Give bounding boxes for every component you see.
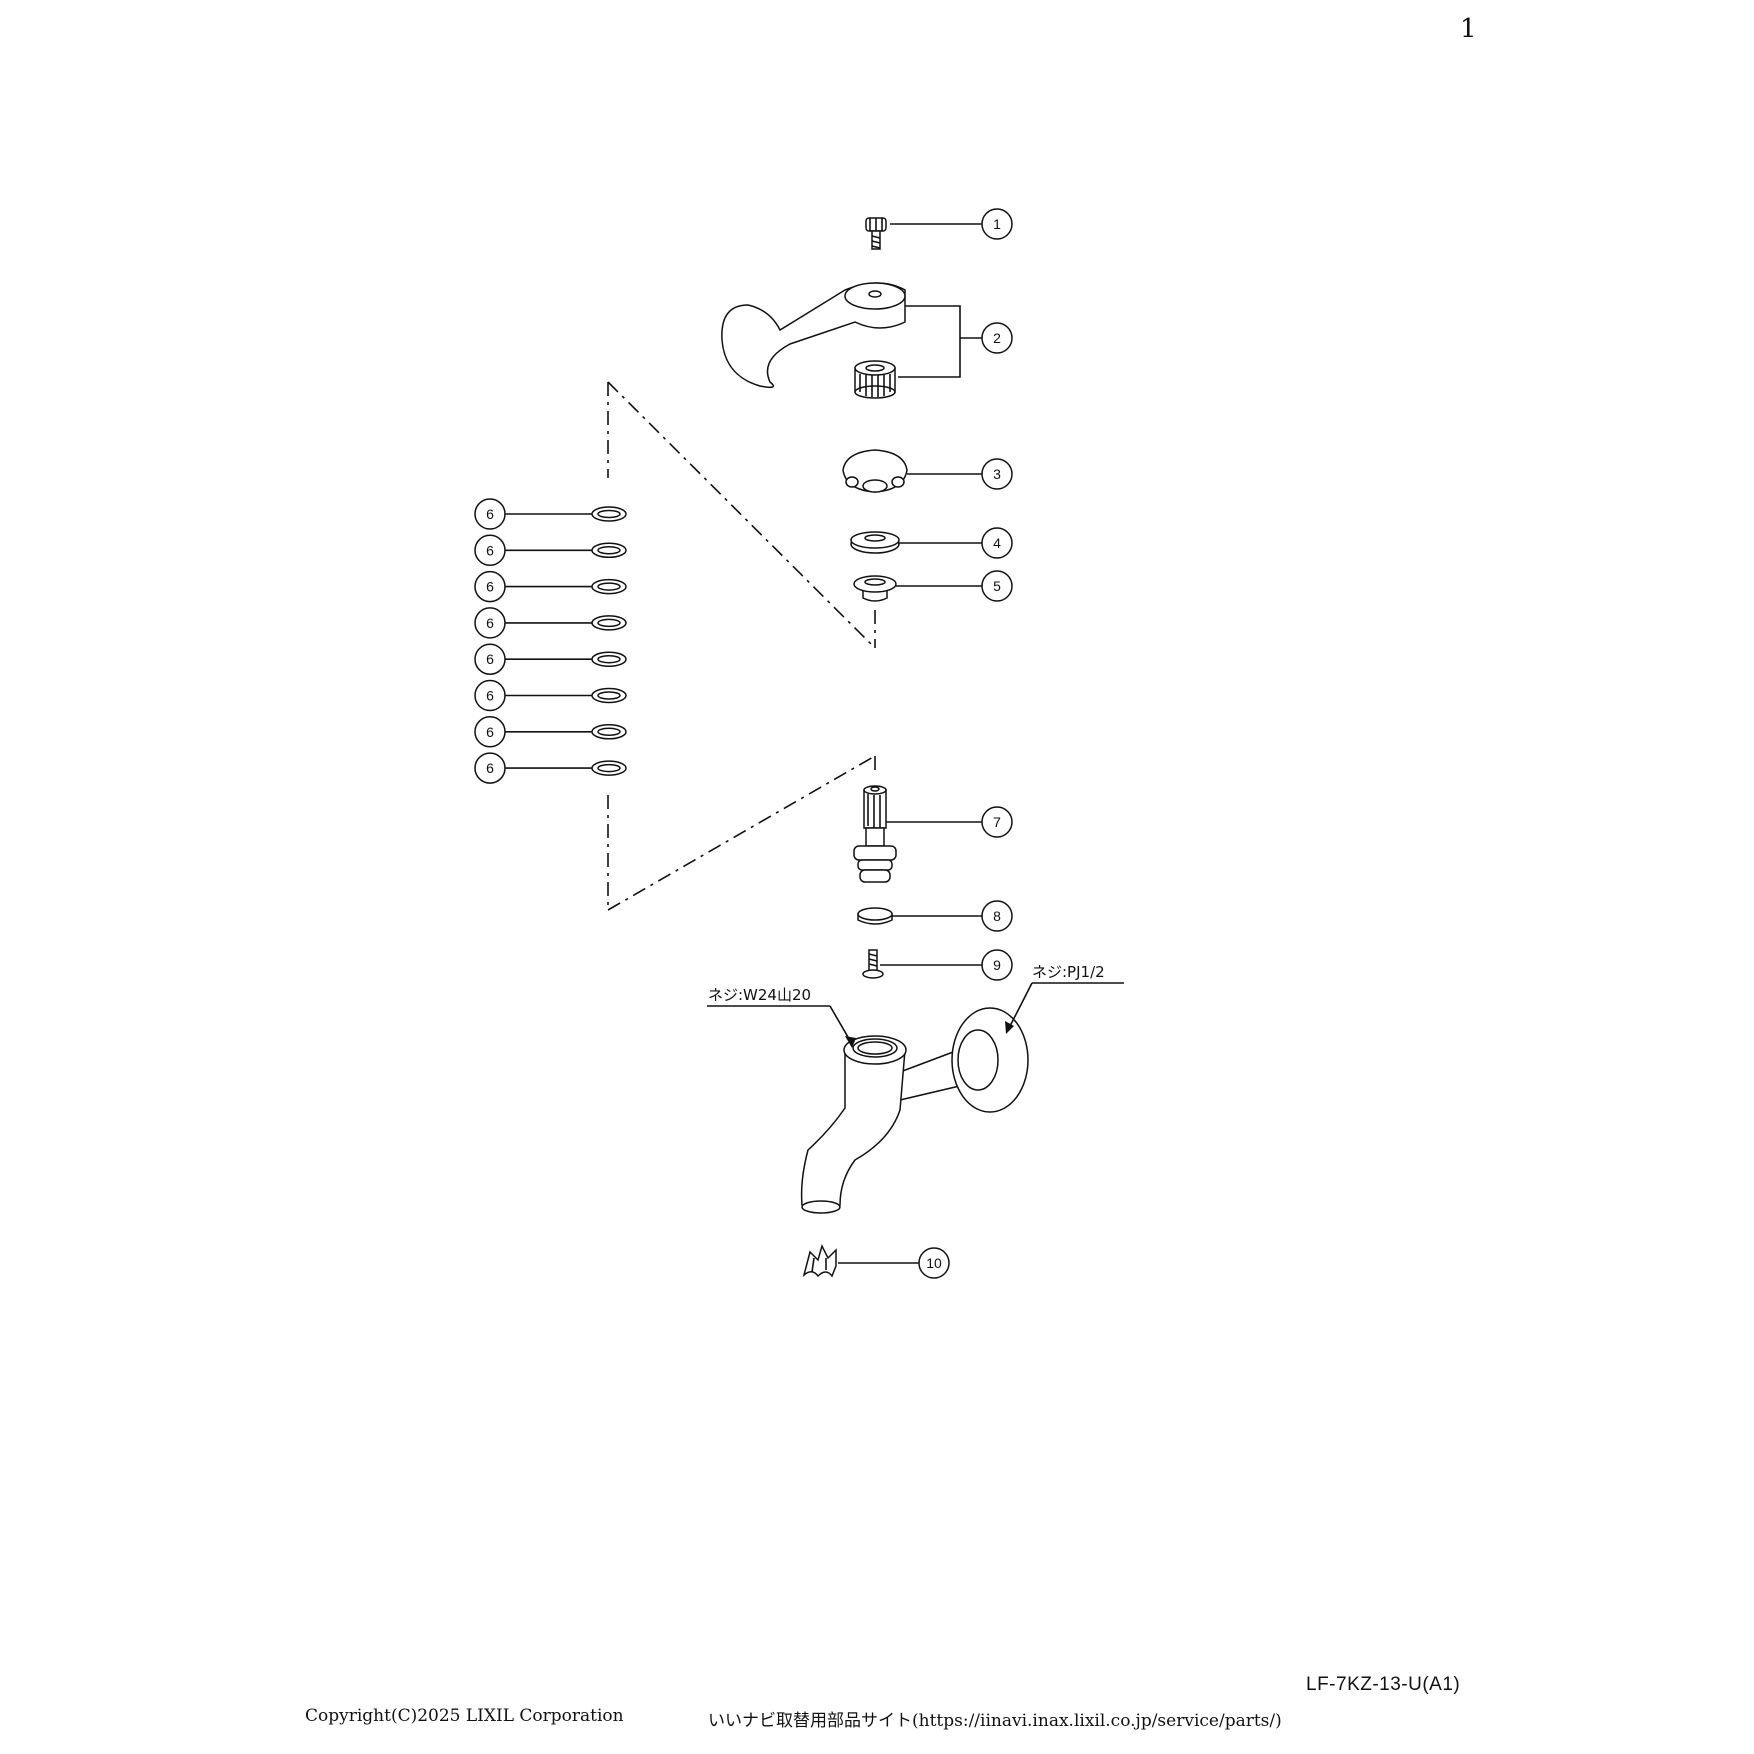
part-label-6: 6 — [486, 651, 494, 667]
svg-text:4: 4 — [993, 535, 1001, 551]
part-10-aerator-icon — [802, 1243, 837, 1278]
part-label-6: 6 — [486, 724, 494, 740]
svg-text:5: 5 — [993, 578, 1001, 594]
part-label-6-circle — [474, 716, 506, 748]
part-label-6-circle — [474, 570, 506, 603]
part-label-9: 9 — [981, 949, 1013, 981]
svg-text:8: 8 — [993, 908, 1001, 924]
part-label-3: 3 — [981, 458, 1013, 490]
page-number: 1 — [1460, 14, 1477, 44]
part-label-6: 6 — [486, 579, 494, 595]
o-ring-hole — [597, 509, 621, 519]
faucet-body-icon — [800, 1007, 1029, 1214]
svg-text:9: 9 — [993, 957, 1001, 973]
part-label-5: 5 — [981, 570, 1013, 602]
part-6-washer-row: 6 — [474, 570, 627, 603]
part-number-labels: 1 2 3 4 5 7 8 9 — [918, 208, 1013, 1279]
part-6-washer-row: 6 — [474, 534, 627, 567]
part-label-6: 6 — [486, 688, 494, 704]
o-ring-hole — [597, 546, 621, 555]
part-1-screw-icon — [865, 217, 887, 250]
thread-callout-top: ネジ:W24山20 — [708, 986, 811, 1004]
part-3-cap-nut-icon — [842, 449, 908, 493]
o-ring-hole — [597, 691, 621, 700]
part-2-lever-handle-icon — [721, 282, 906, 399]
part-label-6: 6 — [486, 542, 494, 558]
part-7-spindle-icon — [853, 785, 897, 883]
grouping-dash-lines — [607, 381, 876, 911]
part-6-washer-row: 6 — [474, 752, 627, 784]
part-label-6-circle — [474, 607, 506, 639]
thread-callout-wall: ネジ:PJ1/2 — [1032, 963, 1105, 981]
part-4-washer-icon — [850, 531, 900, 554]
svg-text:2: 2 — [993, 330, 1001, 346]
part-label-6-circle — [474, 534, 506, 567]
part-label-6-circle — [474, 498, 506, 530]
part-label-6: 6 — [486, 615, 494, 631]
svg-text:7: 7 — [993, 814, 1001, 830]
part-label-7: 7 — [981, 806, 1013, 838]
part-label-6: 6 — [486, 506, 494, 522]
part-6-washer-row: 6 — [474, 498, 627, 530]
part-6-washer-row: 6 — [474, 607, 627, 639]
part-5-bushing-icon — [853, 575, 897, 602]
part-label-6-circle — [474, 679, 506, 712]
o-ring-hole — [597, 763, 621, 773]
part-6-washer-row: 6 — [474, 679, 627, 712]
part-label-8: 8 — [981, 900, 1013, 932]
model-code: LF-7KZ-13-U(A1) — [1306, 1674, 1461, 1695]
part-8-packing-icon — [857, 907, 893, 925]
part-6-washer-row: 6 — [474, 716, 627, 748]
part-label-6-circle — [474, 643, 506, 675]
o-ring-hole — [597, 727, 621, 737]
copyright-notice: Copyright(C)2025 LIXIL Corporation — [305, 1706, 624, 1726]
o-ring-hole — [597, 654, 621, 664]
part-label-1: 1 — [981, 208, 1013, 240]
part-6-washer-set: 6 6 6 6 6 6 6 6 — [474, 498, 627, 784]
part-label-2: 2 — [981, 322, 1013, 354]
part-label-6: 6 — [486, 760, 494, 776]
part-label-6-circle — [474, 752, 506, 784]
svg-text:10: 10 — [926, 1255, 942, 1271]
part-6-washer-row: 6 — [474, 643, 627, 675]
svg-text:3: 3 — [993, 466, 1001, 482]
parts-site-link[interactable]: いいナビ取替用部品サイト(https://iinavi.inax.lixil.c… — [708, 1711, 1282, 1731]
part-label-10: 10 — [918, 1247, 950, 1279]
part-9-screw-icon — [862, 949, 884, 979]
svg-text:1: 1 — [993, 216, 1001, 232]
part-label-4: 4 — [981, 527, 1013, 559]
o-ring-hole — [597, 618, 621, 628]
o-ring-hole — [597, 582, 621, 591]
